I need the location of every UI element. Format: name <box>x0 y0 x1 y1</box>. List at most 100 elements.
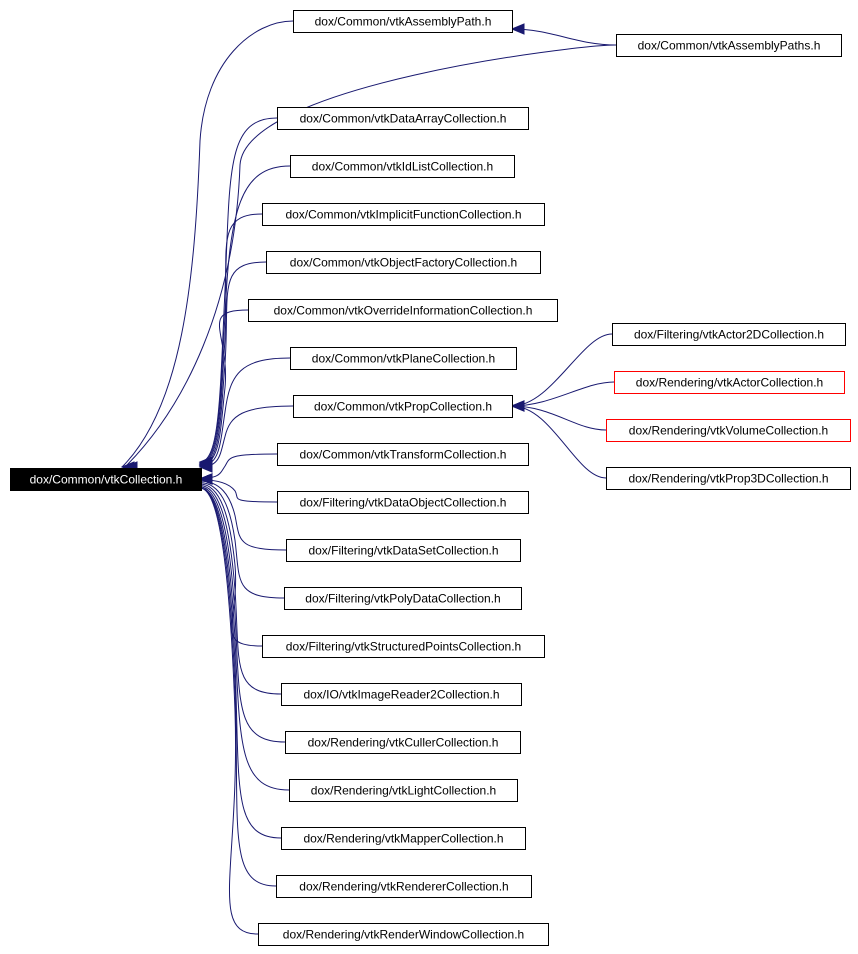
node-implicitfunctioncollection[interactable]: dox/Common/vtkImplicitFunctionCollection… <box>262 203 545 226</box>
node-box <box>262 203 545 226</box>
node-box <box>293 10 513 33</box>
node-objectfactorycollection[interactable]: dox/Common/vtkObjectFactoryCollection.h <box>266 251 541 274</box>
node-box <box>290 155 515 178</box>
edge-dataobjectcollection-to-collection <box>199 479 278 503</box>
edge-transformcollection-to-collection <box>199 453 278 479</box>
edge-assemblypaths-to-assemblypath <box>511 28 617 46</box>
node-box <box>277 443 529 466</box>
node-label: dox/Common/vtkAssemblyPath.h <box>315 15 492 29</box>
node-actorcollection[interactable]: dox/Rendering/vtkActorCollection.h <box>614 371 845 394</box>
node-dataarraycollection[interactable]: dox/Common/vtkDataArrayCollection.h <box>277 107 529 130</box>
node-mappercollection[interactable]: dox/Rendering/vtkMapperCollection.h <box>281 827 526 850</box>
node-label: dox/Common/vtkImplicitFunctionCollection… <box>285 208 521 222</box>
node-box <box>614 371 845 394</box>
node-box <box>284 587 522 610</box>
edge-actor2dcollection-to-propcollection <box>511 333 613 407</box>
nodes-layer: dox/Common/vtkCollection.h dox/Common/vtk… <box>10 10 851 946</box>
node-actor2dcollection[interactable]: dox/Filtering/vtkActor2DCollection.h <box>612 323 846 346</box>
edge-implicitfunctioncollection-to-collection <box>199 213 263 465</box>
arrowhead-propcollection-to-collection <box>198 461 213 473</box>
node-label: dox/Common/vtkIdListCollection.h <box>312 160 493 174</box>
node-label: dox/Common/vtkPropCollection.h <box>314 400 492 414</box>
node-label: dox/Filtering/vtkDataSetCollection.h <box>308 544 498 558</box>
edge-lightcollection-to-collection <box>199 487 290 791</box>
edge-assemblypath-to-collection <box>121 20 294 468</box>
node-datasetcollection[interactable]: dox/Filtering/vtkDataSetCollection.h <box>286 539 521 562</box>
node-prop3dcollection[interactable]: dox/Rendering/vtkProp3DCollection.h <box>606 467 851 490</box>
node-box <box>286 539 521 562</box>
node-volumecollection[interactable]: dox/Rendering/vtkVolumeCollection.h <box>606 419 851 442</box>
node-label: dox/Common/vtkOverrideInformationCollect… <box>274 304 533 318</box>
node-label: dox/Common/vtkPlaneCollection.h <box>312 352 495 366</box>
node-box <box>616 34 842 57</box>
node-label: dox/Filtering/vtkStructuredPointsCollect… <box>286 640 521 654</box>
node-label: dox/Rendering/vtkActorCollection.h <box>636 376 823 390</box>
node-label: dox/IO/vtkImageReader2Collection.h <box>303 688 499 702</box>
edge-structuredpointscollection-to-collection <box>199 483 263 647</box>
node-imagereader2collection[interactable]: dox/IO/vtkImageReader2Collection.h <box>281 683 522 706</box>
node-polydatacollection[interactable]: dox/Filtering/vtkPolyDataCollection.h <box>284 587 522 610</box>
node-box <box>258 923 549 946</box>
edge-planecollection-to-collection <box>199 357 291 467</box>
node-label: dox/Common/vtkCollection.h <box>30 473 183 487</box>
node-box <box>277 107 529 130</box>
node-renderercollection[interactable]: dox/Rendering/vtkRendererCollection.h <box>276 875 532 898</box>
node-propcollection[interactable]: dox/Common/vtkPropCollection.h <box>293 395 513 418</box>
root-node-vtk-collection[interactable]: dox/Common/vtkCollection.h <box>10 468 202 491</box>
edge-renderwindowcollection-to-collection <box>199 487 259 935</box>
edge-overrideinformationcollection-to-collection <box>199 309 249 466</box>
node-box <box>606 419 851 442</box>
node-box <box>266 251 541 274</box>
node-planecollection[interactable]: dox/Common/vtkPlaneCollection.h <box>290 347 517 370</box>
node-box <box>281 683 522 706</box>
node-box <box>248 299 558 322</box>
node-box <box>276 875 532 898</box>
node-box <box>262 635 545 658</box>
node-label: dox/Rendering/vtkProp3DCollection.h <box>628 472 828 486</box>
edge-polydatacollection-to-collection <box>199 482 285 599</box>
node-box <box>285 731 521 754</box>
edges-layer <box>120 20 617 935</box>
node-box <box>612 323 846 346</box>
node-label: dox/Rendering/vtkRenderWindowCollection.… <box>283 928 524 942</box>
node-label: dox/Rendering/vtkMapperCollection.h <box>303 832 503 846</box>
node-dataobjectcollection[interactable]: dox/Filtering/vtkDataObjectCollection.h <box>277 491 529 514</box>
node-label: dox/Common/vtkDataArrayCollection.h <box>300 112 507 126</box>
edge-imagereader2collection-to-collection <box>199 484 282 695</box>
edge-mappercollection-to-collection <box>199 487 282 839</box>
node-label: dox/Common/vtkObjectFactoryCollection.h <box>290 256 517 270</box>
node-label: dox/Common/vtkTransformCollection.h <box>300 448 507 462</box>
node-structuredpointscollection[interactable]: dox/Filtering/vtkStructuredPointsCollect… <box>262 635 545 658</box>
node-renderwindowcollection[interactable]: dox/Rendering/vtkRenderWindowCollection.… <box>258 923 549 946</box>
node-assemblypath[interactable]: dox/Common/vtkAssemblyPath.h <box>293 10 513 33</box>
node-label: dox/Rendering/vtkLightCollection.h <box>311 784 496 798</box>
node-assemblypaths[interactable]: dox/Common/vtkAssemblyPaths.h <box>616 34 842 57</box>
node-label: dox/Rendering/vtkVolumeCollection.h <box>629 424 828 438</box>
arrowhead-renderwindowcollection-to-collection <box>198 473 213 485</box>
node-label: dox/Filtering/vtkDataObjectCollection.h <box>300 496 507 510</box>
edge-datasetcollection-to-collection <box>199 480 287 551</box>
node-idlistcollection[interactable]: dox/Common/vtkIdListCollection.h <box>290 155 515 178</box>
node-box <box>277 491 529 514</box>
node-label: dox/Filtering/vtkActor2DCollection.h <box>634 328 824 342</box>
node-box <box>289 779 518 802</box>
edge-cullercollection-to-collection <box>199 486 286 743</box>
node-label: dox/Rendering/vtkRendererCollection.h <box>299 880 508 894</box>
edge-propcollection-to-collection <box>199 405 294 468</box>
edge-objectfactorycollection-to-collection <box>199 261 267 466</box>
node-box <box>10 468 202 491</box>
node-label: dox/Filtering/vtkPolyDataCollection.h <box>305 592 500 606</box>
node-box <box>281 827 526 850</box>
node-overrideinformationcollection[interactable]: dox/Common/vtkOverrideInformationCollect… <box>248 299 558 322</box>
node-box <box>290 347 517 370</box>
edge-volumecollection-to-propcollection <box>511 405 607 431</box>
node-box <box>606 467 851 490</box>
node-cullercollection[interactable]: dox/Rendering/vtkCullerCollection.h <box>285 731 521 754</box>
edge-prop3dcollection-to-propcollection <box>511 405 607 479</box>
arrowhead-prop3dcollection-to-propcollection <box>510 400 525 412</box>
edge-assemblypaths-to-collection <box>124 44 617 468</box>
node-transformcollection[interactable]: dox/Common/vtkTransformCollection.h <box>277 443 529 466</box>
node-label: dox/Common/vtkAssemblyPaths.h <box>638 39 821 53</box>
node-lightcollection[interactable]: dox/Rendering/vtkLightCollection.h <box>289 779 518 802</box>
arrowhead-assemblypaths-to-assemblypath <box>510 23 525 35</box>
